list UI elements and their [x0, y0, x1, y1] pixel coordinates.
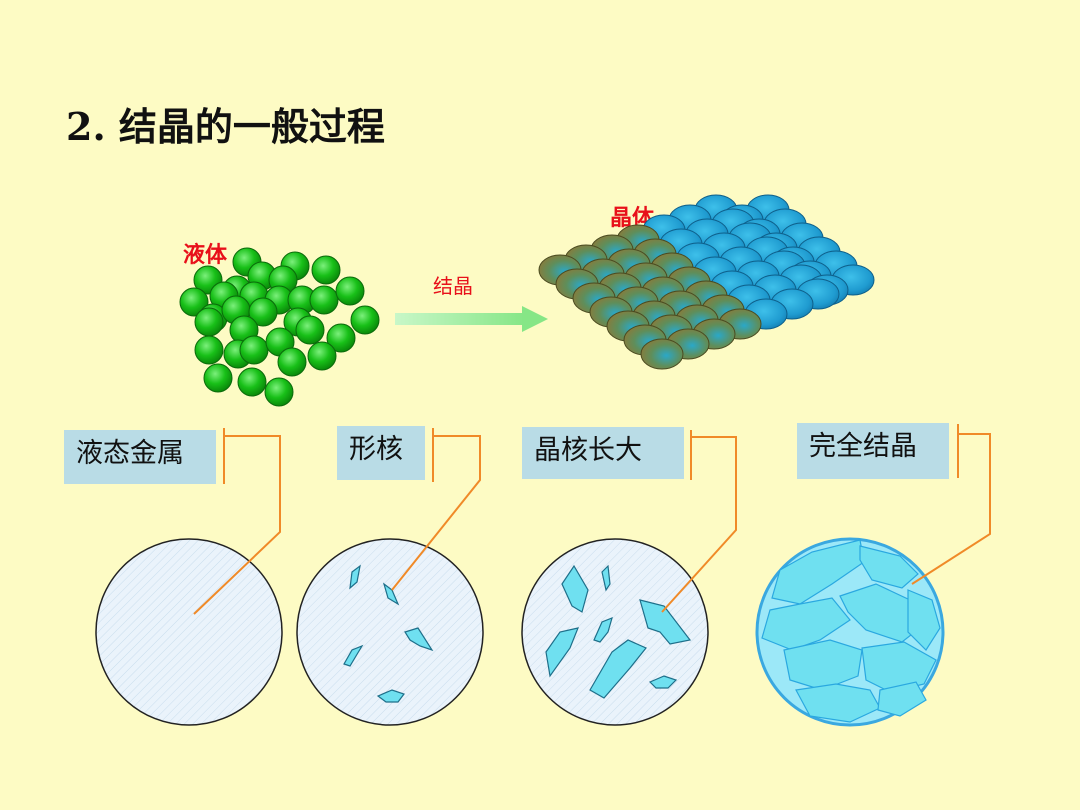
liquid-atom	[326, 323, 356, 353]
crystallize-arrow-label: 结晶	[433, 274, 473, 298]
crystal-atom	[640, 338, 684, 370]
liquid-atom	[264, 377, 294, 407]
nuclei-fragments	[343, 564, 434, 703]
growing-crystals	[545, 564, 692, 699]
stage-label-nuclei-growth: 晶核长大	[522, 427, 684, 479]
slide-title: 2. 结晶的一般过程	[66, 104, 385, 149]
crystal-grains	[761, 539, 941, 723]
stage-label-liquid-metal: 液态金属	[64, 430, 216, 484]
liquid-atom	[179, 287, 209, 317]
liquid-atom	[309, 285, 339, 315]
liquid-atom	[350, 305, 380, 335]
liquid-atom	[203, 363, 233, 393]
liquid-atom	[311, 255, 341, 285]
liquid-atom	[335, 276, 365, 306]
callout-lines	[193, 424, 991, 615]
liquid-atom	[194, 335, 224, 365]
liquid-atom	[239, 335, 269, 365]
liquid-atom	[237, 367, 267, 397]
liquid-atom	[194, 307, 224, 337]
crystal-lattice	[538, 194, 875, 370]
stage-circle-nucleation	[296, 538, 484, 726]
liquid-atom	[295, 315, 325, 345]
stage-circle-liquid	[95, 538, 283, 726]
stage-label-full-crystallization: 完全结晶	[797, 423, 949, 479]
crystallize-arrow	[395, 306, 548, 332]
liquid-atom	[307, 341, 337, 371]
liquid-atom	[248, 297, 278, 327]
stage-label-nucleation: 形核	[337, 426, 425, 480]
liquid-atoms	[179, 247, 380, 407]
liquid-label: 液体	[183, 243, 228, 268]
liquid-atom	[277, 347, 307, 377]
